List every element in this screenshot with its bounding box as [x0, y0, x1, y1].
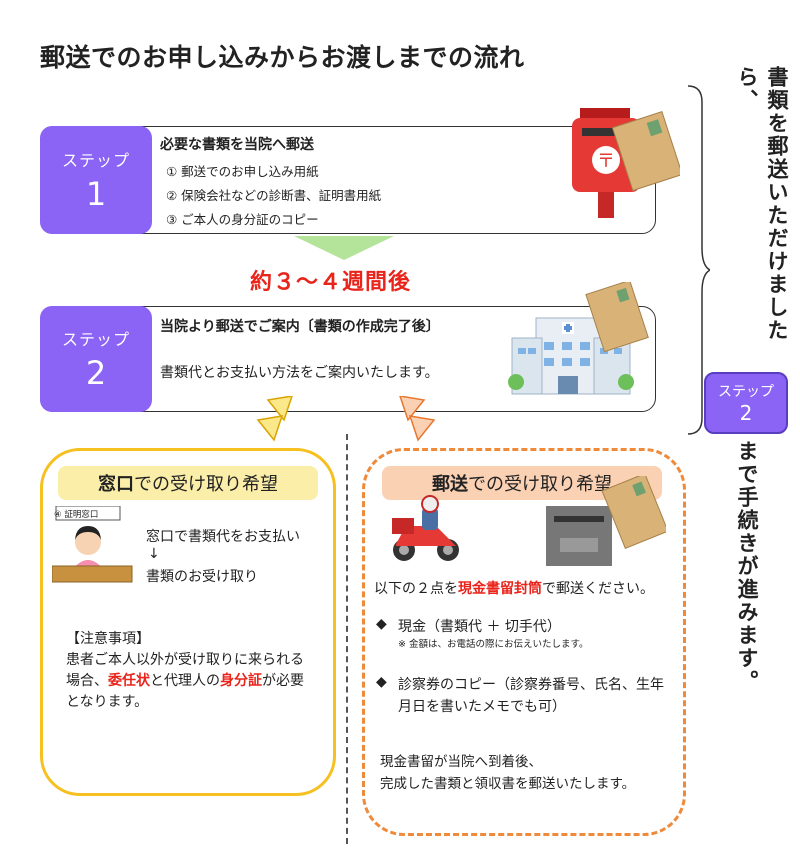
delivery-scooter-illustration: [392, 495, 459, 561]
green-down-arrow: [294, 236, 394, 260]
counter-step-arrow: ↓: [148, 546, 160, 562]
step1-label-text: ステップ: [61, 151, 130, 170]
mail-bullet-1: ◆: [376, 616, 387, 632]
mail-header-bold: 郵送: [432, 474, 468, 495]
counter-header-rest: での受け取り希望: [134, 474, 278, 495]
mail-item-cash: 現金（書類代 ＋ 切手代）: [398, 619, 561, 635]
side-text-bottom: まで手続きが進みます。: [735, 440, 759, 693]
mail-intro-red: 現金書留封筒: [458, 581, 542, 597]
step2-text: 書類代とお支払い方法をご案内いたします。: [160, 365, 439, 381]
side-step2-badge: ステップ 2: [704, 372, 788, 434]
mail-bullet-2: ◆: [376, 674, 387, 690]
step1-item-2: ② 保険会社などの診断書、証明書用紙: [166, 188, 382, 203]
mailbox-post-illustration: [546, 476, 666, 566]
counter-panel: [40, 448, 336, 796]
mail-header-rest: での受け取り希望: [468, 474, 612, 495]
notice-red-1: 委任状: [108, 673, 150, 689]
side-bracket: [687, 85, 710, 435]
window-sign: ④ 証明窓口: [54, 510, 99, 520]
mailbox-illustration: 〒: [572, 108, 680, 218]
step1-item-3: ③ ご本人の身分証のコピー: [166, 212, 319, 227]
yellow-arrows: [256, 396, 293, 442]
mail-item-cash-note: ※ 金額は、お電話の際にお伝えいたします。: [398, 639, 589, 650]
step2-heading: 当院より郵送でご案内〔書類の作成完了後〕: [160, 319, 440, 335]
orange-arrows: [399, 396, 436, 442]
notice-red-2: 身分証: [220, 673, 262, 689]
wait-period: 約３～４週間後: [250, 270, 412, 295]
step1-item-1: ① 郵送でのお申し込み用紙: [166, 164, 319, 179]
panel-divider: [346, 434, 348, 844]
notice-part3: が必要となります。: [66, 673, 304, 710]
notice-text: 患者ご本人以外が受け取りに来られる場合、委任状と代理人の身分証が必要となります。: [66, 650, 316, 713]
step1-heading: 必要な書類を当院へ郵送: [160, 137, 314, 153]
hospital-illustration: [508, 282, 649, 395]
side-badge-number: 2: [739, 401, 753, 425]
counter-step-receive: 書類のお受け取り: [146, 569, 258, 585]
step1-label: ステップ 1: [40, 126, 152, 234]
receptionist-illustration: [52, 506, 133, 583]
mail-footer-2: 完成した書類と領収書を郵送いたします。: [380, 776, 636, 792]
notice-part1: 患者ご本人以外が受け取りに来られる場合、: [66, 652, 304, 689]
mail-footer-1: 現金書留が当院へ到着後、: [380, 754, 542, 770]
step2-number: 2: [85, 354, 107, 392]
page-title: 郵送でのお申し込みからお渡しまでの流れ: [40, 43, 525, 72]
mail-intro-part1: 以下の２点を: [374, 581, 458, 597]
notice-part2: と代理人の: [150, 673, 220, 689]
side-text-top: 書類を郵送いただけましたら、: [735, 66, 789, 342]
notice-title: 【注意事項】: [66, 631, 150, 647]
mail-item-card-copy: 診察券のコピー（診察券番号、氏名、生年月日を書いたメモでも可）: [398, 677, 664, 715]
counter-step-pay: 窓口で書類代をお支払い: [146, 529, 300, 545]
step1-number: 1: [85, 175, 107, 213]
counter-panel-header: 窓口での受け取り希望: [58, 466, 318, 500]
mail-intro-part2: で郵送ください。: [542, 581, 654, 597]
mail-panel: [362, 448, 686, 836]
counter-header-bold: 窓口: [98, 474, 134, 495]
mail-intro: 以下の２点を現金書留封筒で郵送ください。: [374, 578, 654, 598]
side-badge-label: ステップ: [718, 384, 774, 400]
svg-text:〒: 〒: [597, 151, 615, 172]
step2-label: ステップ 2: [40, 306, 152, 412]
step2-label-text: ステップ: [61, 330, 130, 349]
